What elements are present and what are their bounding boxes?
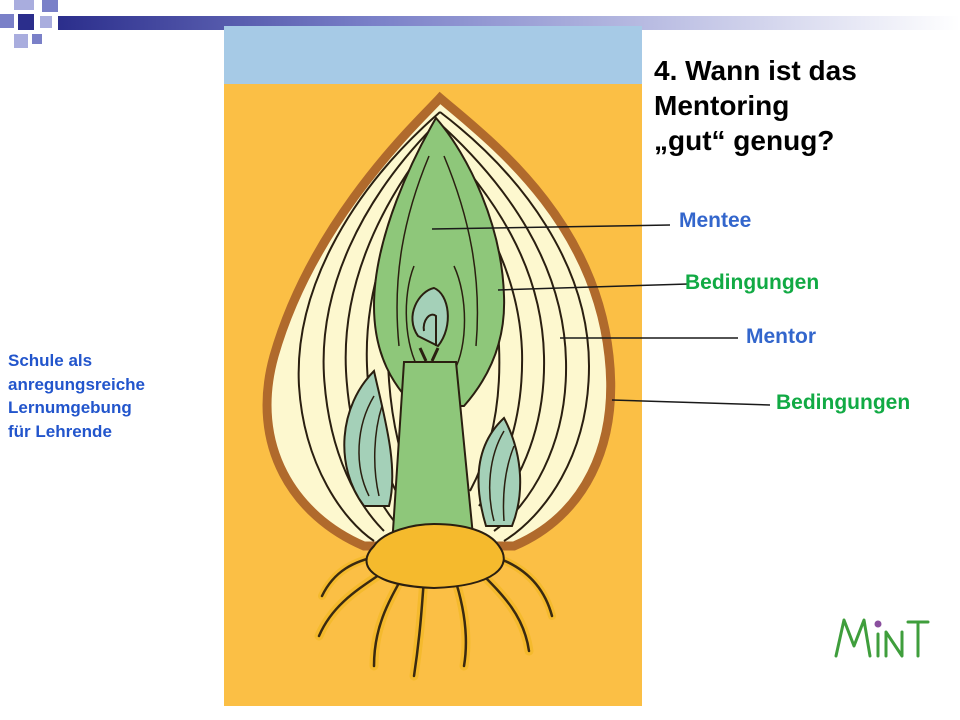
side-caption: Schule als anregungsreiche Lernumgebung …	[8, 349, 145, 443]
label-mentee: Mentee	[679, 209, 752, 232]
right-bud	[477, 416, 522, 527]
slide-title: 4. Wann ist das Mentoring „gut“ genug?	[654, 53, 954, 158]
side-caption-line-1: Schule als	[8, 351, 93, 370]
central-shoot	[372, 116, 506, 407]
title-line-2: Mentoring	[654, 90, 790, 121]
label-bedingungen-outer: Bedingungen	[776, 391, 911, 414]
title-line-3: „gut“ genug?	[654, 125, 835, 156]
side-caption-line-2: anregungsreiche	[8, 374, 145, 394]
water-area	[224, 26, 642, 84]
inner-bud	[411, 286, 449, 348]
label-bedingungen-inner: Bedingungen	[685, 271, 820, 294]
mint-logo	[834, 618, 930, 658]
side-caption-line-3: Lernumgebung	[8, 398, 132, 417]
side-caption-line-4: für Lehrende	[8, 421, 112, 441]
title-line-1: 4. Wann ist das	[654, 55, 857, 86]
onion-illustration	[224, 26, 642, 706]
left-bud	[343, 369, 394, 507]
label-mentor: Mentor	[746, 325, 816, 348]
basal-plate	[365, 522, 505, 590]
